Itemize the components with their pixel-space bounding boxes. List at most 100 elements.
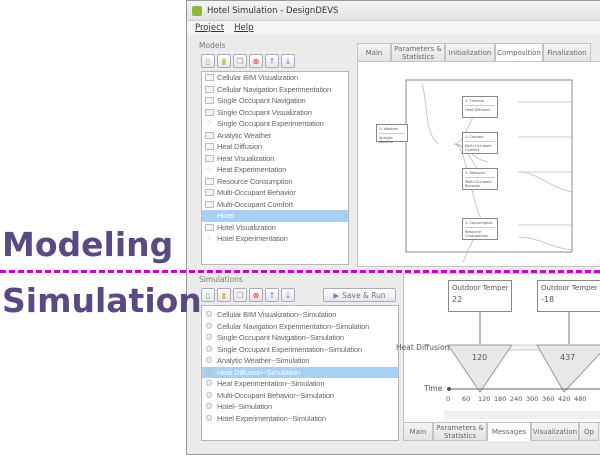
model-list-item[interactable]: Multi-Occupant Comfort — [202, 199, 348, 211]
simulation-list-item[interactable]: ⚙ Heat Diffusion--Simulation — [202, 366, 398, 378]
model-list-item[interactable]: Hotel Visualization — [202, 222, 348, 234]
tab-main[interactable]: Main — [403, 422, 433, 441]
copy-icon: ❐ — [236, 290, 244, 300]
input-label: Outdoor Temperatur — [541, 284, 597, 292]
save-run-button[interactable]: ▶Save & Run — [323, 288, 396, 302]
model-list-item[interactable]: ⁘Hotel Experimentation — [202, 233, 348, 245]
open-button[interactable]: ▮ — [217, 54, 231, 68]
tab-composition[interactable]: Composition — [495, 43, 543, 62]
model-list-item[interactable]: ⁘Hotel — [202, 210, 348, 222]
simulation-label: Simulation — [2, 281, 202, 320]
coupled-model-icon: ⁘ — [205, 210, 213, 221]
model-name: Resource Consumption — [217, 176, 293, 186]
model-list-item[interactable]: Analytic Weather — [202, 130, 348, 142]
coupled-model-icon: ⁘ — [205, 233, 213, 244]
copy-button[interactable]: ❐ — [233, 288, 247, 302]
new-icon: ▯ — [205, 56, 211, 66]
model-name: Heat Diffusion — [217, 142, 262, 152]
simulation-list-item[interactable]: ⚙Single Occupant Experimentation--Simula… — [202, 344, 398, 356]
open-button[interactable]: ▮ — [217, 288, 231, 302]
tab-visualization[interactable]: Visualization — [531, 422, 579, 441]
model-list-item[interactable]: ⁘Single Occupant Experimentation — [202, 118, 348, 130]
tab-main[interactable]: Main — [357, 43, 391, 62]
model-list-item[interactable]: Heat Diffusion — [202, 141, 348, 153]
up-arrow-icon: ↑ — [268, 290, 276, 300]
model-list-item[interactable]: Multi-Occupant Behavior — [202, 187, 348, 199]
model-list-item[interactable]: Single Occupant Visualization — [202, 107, 348, 119]
tab-messages[interactable]: Messages — [487, 422, 531, 441]
input-label: Outdoor Temperatur — [452, 284, 508, 292]
save-run-label: Save & Run — [342, 290, 386, 300]
gear-icon: ⚙ — [205, 355, 213, 366]
up-arrow-button[interactable]: ↑ — [265, 54, 279, 68]
time-tick-label: 240 — [510, 395, 523, 403]
model-name: Multi-Occupant Behavior — [217, 188, 296, 198]
simulation-name: Single Occupant Navigation--Simulation — [217, 333, 344, 343]
tab-initialization[interactable]: Initialization — [445, 43, 495, 62]
gear-icon: ⚙ — [205, 378, 213, 389]
open-icon: ▮ — [221, 290, 227, 300]
input-message-2[interactable]: Outdoor Temperatur -18 — [537, 280, 600, 312]
up-arrow-button[interactable]: ↑ — [265, 288, 279, 302]
simulation-list-item[interactable]: ⚙ Single Occupant Navigation--Simulation — [202, 332, 398, 344]
model-name: Cellular Navigation Experimentation — [217, 84, 331, 94]
horizontal-scrollbar[interactable] — [444, 411, 600, 419]
menu-project[interactable]: Project — [195, 23, 225, 33]
simulation-list-item[interactable]: ⚙Cellular Navigation Experimentation--Si… — [202, 321, 398, 333]
model-list-item[interactable]: ⁘ Heat Experimentation — [202, 164, 348, 176]
model-name: Heat Experimentation — [217, 165, 287, 175]
time-tick-label: 420 — [558, 395, 571, 403]
delete-button[interactable]: ⊗ — [249, 54, 263, 68]
down-arrow-button[interactable]: ↓ — [281, 288, 295, 302]
block-name: 1: Behavior — [465, 171, 486, 175]
models-group-label: Models — [199, 41, 226, 50]
tab-parameters-statistics[interactable]: Parameters & Statistics — [433, 422, 487, 441]
gear-icon: ⚙ — [205, 332, 213, 343]
atomic-model-icon — [205, 85, 214, 93]
simulation-list-item[interactable]: ⚙Multi-Occupant Behavior--Simulation — [202, 390, 398, 402]
atomic-model-icon — [205, 108, 214, 116]
block-type: Heat Diffusion — [465, 108, 490, 112]
gear-icon: ⚙ — [205, 401, 213, 412]
simulation-list-item[interactable]: ⚙Cellular BIM Visualization--Simulation — [202, 309, 398, 321]
atomic-model-icon — [205, 189, 214, 197]
gear-icon: ⚙ — [205, 366, 213, 377]
block-name: 1: Weather — [379, 127, 399, 131]
app-logo-icon — [192, 6, 202, 16]
delete-button[interactable]: ⊗ — [249, 288, 263, 302]
down-arrow-button[interactable]: ↓ — [281, 54, 295, 68]
menu-help[interactable]: Help — [234, 23, 254, 33]
simulation-list-item[interactable]: ⚙Hotel Experimentation--Simulation — [202, 413, 398, 425]
copy-button[interactable]: ❐ — [233, 54, 247, 68]
title-bar: Hotel Simulation - DesignDEVS — [187, 1, 600, 21]
down-arrow-icon: ↓ — [284, 56, 292, 66]
simulation-name: Heat Diffusion--Simulation — [217, 367, 301, 377]
model-list-item[interactable]: Single Occupant Navigation — [202, 95, 348, 107]
simulation-list-item[interactable]: ⚙Analytic Weather--Simulation — [202, 355, 398, 367]
simulation-list-item[interactable]: ⚙Hotel--Simulation — [202, 401, 398, 413]
input-value: -18 — [541, 295, 555, 304]
tab-parameters-statistics[interactable]: Parameters & Statistics — [391, 43, 445, 62]
new-button[interactable]: ▯ — [201, 54, 215, 68]
model-list-item[interactable]: Cellular BIM Visualization — [202, 72, 348, 84]
time-tick-label: 60 — [462, 395, 471, 403]
new-button[interactable]: ▯ — [201, 288, 215, 302]
simulation-list-item[interactable]: ⚙Heat Experimentation--Simulation — [202, 378, 398, 390]
simulations-list[interactable]: ⚙Cellular BIM Visualization--Simulation⚙… — [201, 305, 399, 441]
input-message-1[interactable]: Outdoor Temperatur22 — [448, 280, 512, 312]
coupled-model-icon: ⁘ — [205, 164, 213, 175]
tab-finalization[interactable]: Finalization — [543, 43, 591, 62]
coupled-model-icon: ⁘ — [205, 118, 213, 129]
model-list-item[interactable]: Resource Consumption — [202, 176, 348, 188]
atomic-model-icon — [205, 97, 214, 105]
model-list-item[interactable]: Heat Visualization — [202, 153, 348, 165]
tab-op[interactable]: Op — [579, 422, 599, 441]
model-list-item[interactable]: Cellular Navigation Experimentation — [202, 84, 348, 96]
